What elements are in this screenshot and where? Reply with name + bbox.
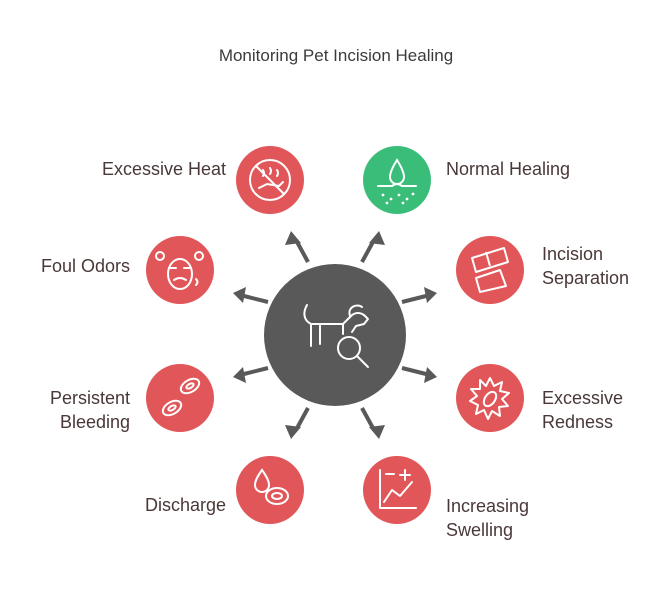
arrow-right-upper — [401, 287, 437, 304]
arrow-up-right — [360, 231, 385, 263]
arrows — [233, 231, 437, 439]
arrow-left-lower — [233, 366, 269, 383]
node-excessive-heat — [236, 146, 304, 214]
node-persistent-bleeding — [146, 364, 214, 432]
inflamed-skin-icon — [469, 377, 510, 420]
bandage-icon — [471, 247, 509, 293]
arrow-down-right — [360, 407, 385, 439]
dog-magnifier-icon — [303, 304, 369, 368]
label-incision-separation: Incision Separation — [542, 242, 638, 290]
center-hub — [264, 264, 406, 406]
label-excessive-heat: Excessive Heat — [101, 159, 226, 179]
smelly-face-icon — [155, 251, 204, 290]
drop-skin-icon — [377, 158, 417, 187]
discharge-drop-icon — [253, 468, 289, 505]
no-heat-hand-icon — [249, 159, 291, 201]
label-incision-separation-text: Incision Separation — [542, 244, 630, 288]
arrow-up-left — [285, 231, 310, 263]
label-foul-odors: Foul Odors — [40, 256, 130, 276]
arrow-left-upper — [233, 287, 269, 304]
label-increasing-swelling: Increasing Swelling — [446, 494, 538, 542]
arrow-down-left — [285, 407, 310, 439]
node-incision-separation — [456, 236, 524, 304]
label-increasing-swelling-text: Increasing Swelling — [446, 496, 530, 540]
swelling-chart-icon — [379, 469, 417, 509]
label-normal-healing: Normal Healing — [446, 159, 571, 179]
blood-cells-icon — [161, 377, 201, 417]
node-increasing-swelling — [363, 456, 431, 524]
node-foul-odors — [146, 236, 214, 304]
label-persistent-bleeding-text: Persistent Bleeding — [49, 388, 130, 432]
label-persistent-bleeding: Persistent Bleeding — [38, 386, 130, 434]
label-excessive-redness-text: Excessive Redness — [542, 388, 624, 432]
diagram-title: Monitoring Pet Incision Healing — [218, 46, 454, 65]
label-excessive-redness: Excessive Redness — [542, 386, 634, 434]
arrow-right-lower — [401, 366, 437, 383]
node-discharge — [236, 456, 304, 524]
node-excessive-redness — [456, 364, 524, 432]
label-discharge: Discharge — [144, 495, 226, 515]
node-normal-healing — [363, 146, 431, 214]
